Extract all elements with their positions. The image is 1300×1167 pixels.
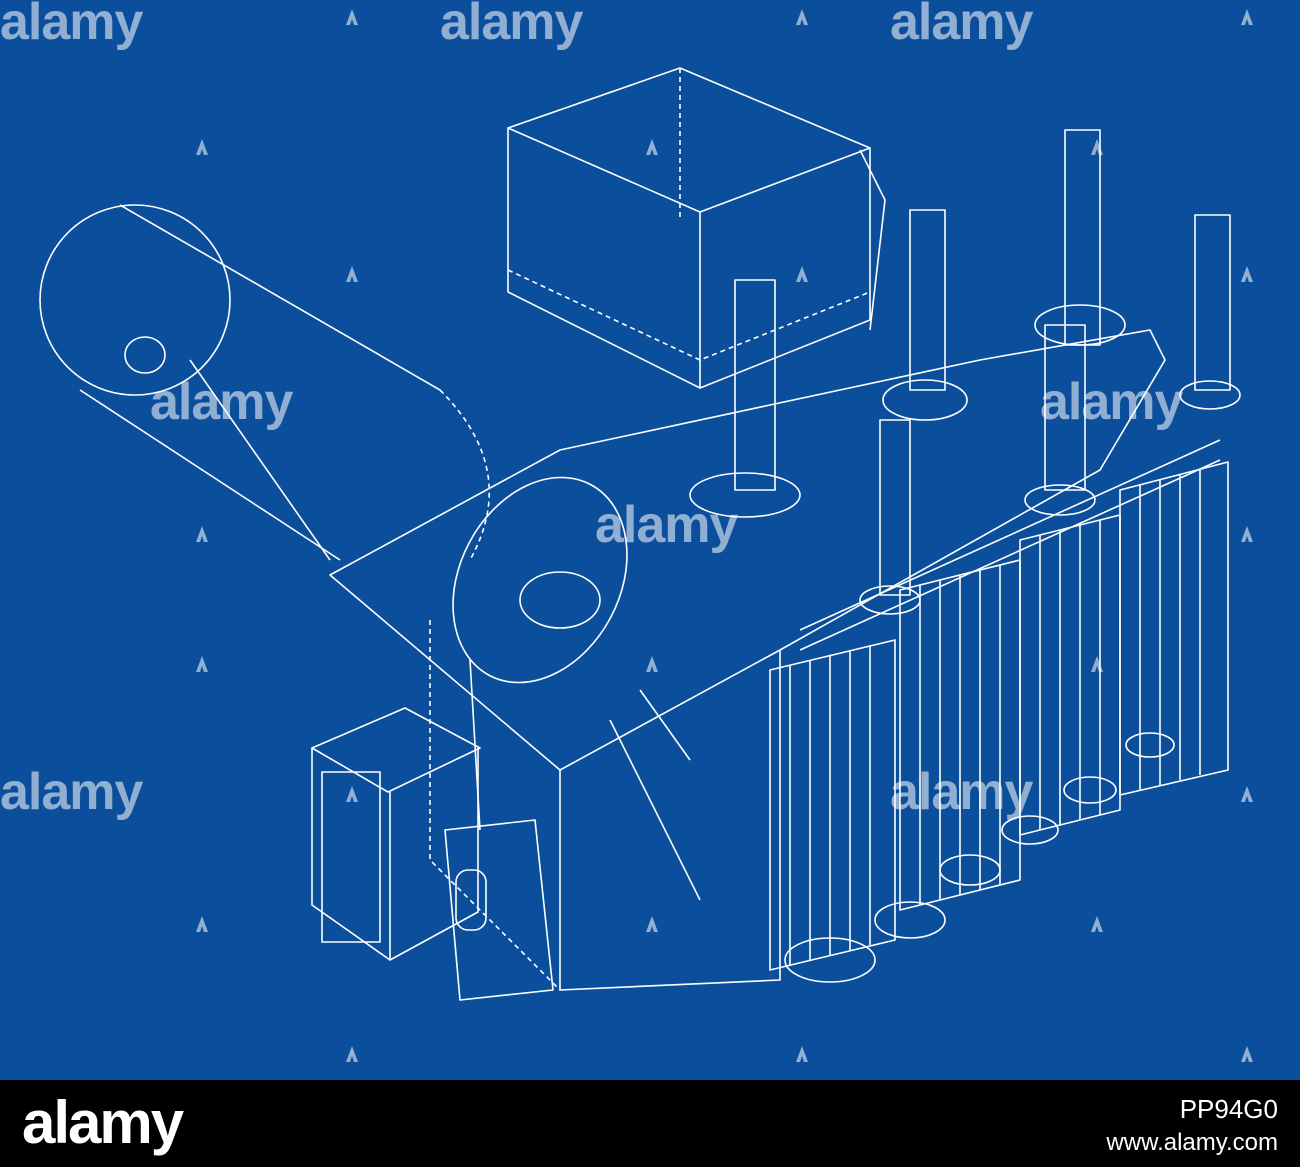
alamy-a-icon [196,526,208,542]
alamy-a-icon [346,266,358,282]
alamy-a-icon [1241,1046,1253,1062]
alamy-a-icon [796,1046,808,1062]
transformer-wireframe [39,67,1241,1001]
watermark-text: alamy [0,763,143,821]
watermark-text: alamy [890,763,1033,821]
alamy-a-icon [1091,916,1103,932]
alamy-a-icon [646,656,658,672]
footer-meta: PP94G0 www.alamy.com [1106,1094,1278,1157]
main-tank [329,329,1166,991]
watermark-text: alamy [0,0,143,51]
radiator-bank [769,439,1229,983]
watermark-text: alamy [150,373,293,431]
alamy-logo: alamy [22,1089,184,1156]
watermark-text: alamy [440,0,583,51]
site-url[interactable]: www.alamy.com [1106,1129,1278,1156]
alamy-a-icon [346,786,358,802]
alamy-a-icon [1091,139,1103,155]
alamy-a-icon [646,916,658,932]
watermark-text: alamy [595,496,738,554]
conservator-tank [39,204,490,561]
alamy-a-icon [1241,786,1253,802]
alamy-a-icon [1241,526,1253,542]
watermark-text: alamy [1040,373,1183,431]
top-cabinet [507,67,886,389]
stock-footer: alamy PP94G0 www.alamy.com [0,1080,1300,1167]
alamy-a-icon [196,916,208,932]
alamy-a-icon [196,139,208,155]
alamy-a-icon [646,139,658,155]
control-cabinet [311,707,554,1001]
alamy-a-icon [1091,656,1103,672]
alamy-a-icon [796,266,808,282]
blueprint-canvas: alamy alamy alamy alamy alamy alamy alam… [0,0,1300,1080]
alamy-a-icon [796,9,808,25]
alamy-a-icon [1241,266,1253,282]
alamy-a-icon [346,1046,358,1062]
alamy-a-icon [346,9,358,25]
alamy-a-icon [196,656,208,672]
image-id: PP94G0 [1179,1094,1278,1124]
watermark-text: alamy [890,0,1033,51]
bushings [689,129,1241,615]
alamy-a-icon [1241,9,1253,25]
